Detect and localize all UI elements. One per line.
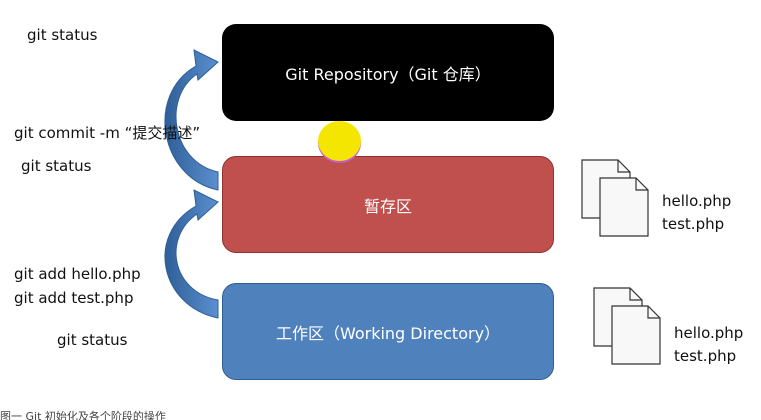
- file-list-working: hello.php test.php: [674, 322, 743, 368]
- file-icon: [611, 305, 661, 365]
- add-arrow: [164, 189, 219, 319]
- commit-arrow: [164, 49, 219, 191]
- file-icon-stack-working: [593, 287, 661, 365]
- git-status-label-mid: git status: [21, 157, 92, 175]
- git-add-hello-label: git add hello.php: [14, 265, 141, 283]
- file-icon-stack-staging: [581, 159, 649, 237]
- file-name: test.php: [674, 347, 737, 365]
- file-name: hello.php: [662, 192, 732, 210]
- file-name: test.php: [662, 215, 725, 233]
- figure-caption: 图一 Git 初始化及各个阶段的操作: [0, 410, 166, 420]
- git-add-test-label: git add test.php: [14, 289, 134, 307]
- file-name: hello.php: [674, 324, 744, 342]
- git-status-label-bottom: git status: [57, 331, 128, 349]
- git-commit-label: git commit -m “提交描述”: [14, 124, 201, 142]
- staging-area-label: 暂存区: [363, 196, 412, 216]
- cursor-highlight: [318, 121, 361, 161]
- git-repository-box: Git Repository（Git 仓库）: [222, 24, 554, 121]
- git-status-label-top: git status: [27, 26, 98, 44]
- file-icon: [599, 177, 649, 237]
- working-directory-box: 工作区（Working Directory）: [222, 283, 554, 380]
- staging-area-box: 暂存区: [222, 156, 554, 253]
- file-list-staging: hello.php test.php: [662, 190, 731, 236]
- git-repository-label: Git Repository（Git 仓库）: [285, 64, 491, 84]
- working-directory-label: 工作区（Working Directory）: [275, 323, 501, 343]
